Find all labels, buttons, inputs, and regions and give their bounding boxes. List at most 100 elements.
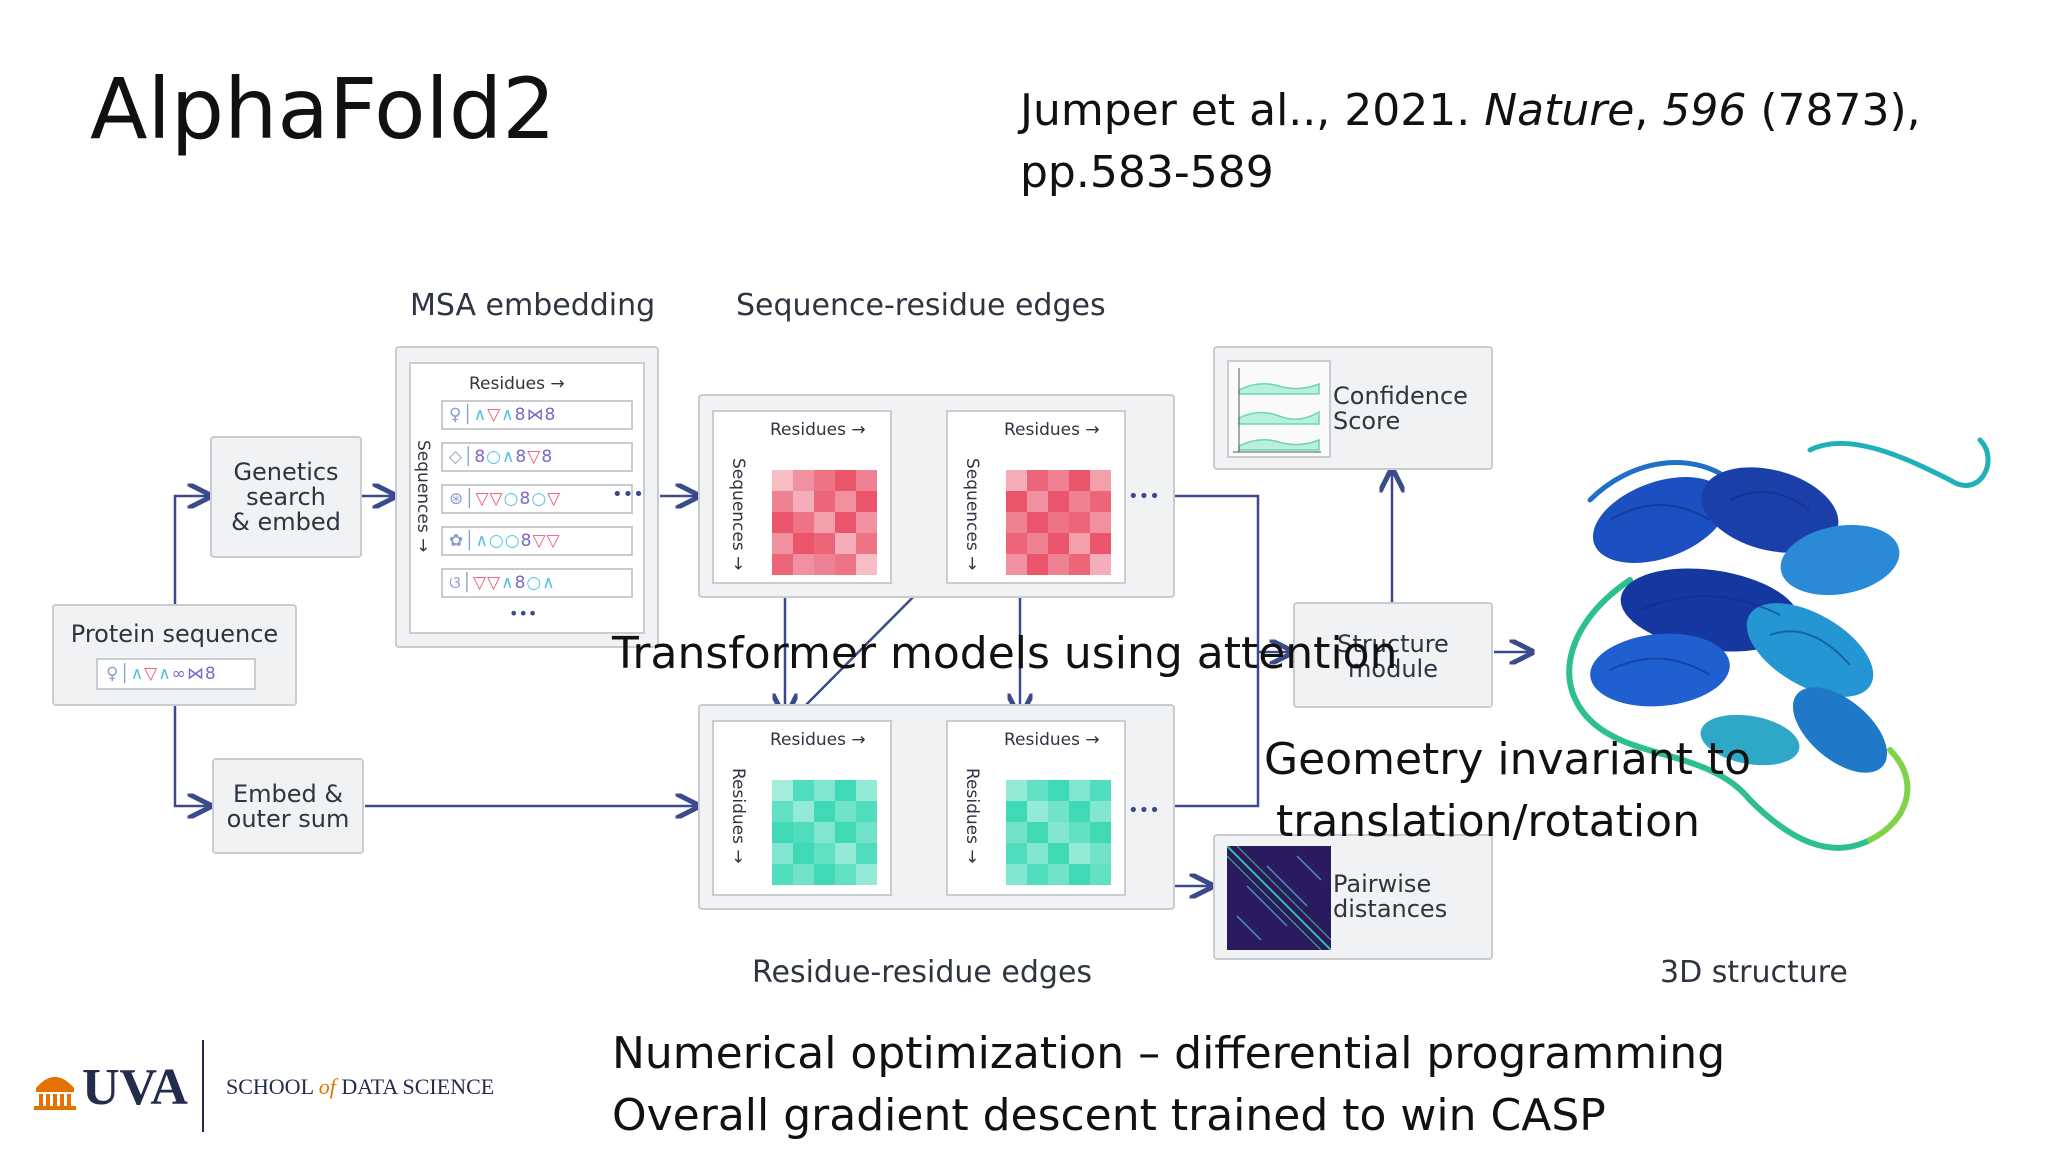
res-panel2-residues-vertical: Residues → bbox=[962, 768, 982, 864]
heatmap-cell bbox=[793, 470, 814, 491]
msa-row: ⊛│▽▽○8○▽ bbox=[441, 484, 633, 514]
school-name: SCHOOL of DATA SCIENCE bbox=[226, 1074, 494, 1100]
heatmap-cell bbox=[1048, 864, 1069, 885]
msa-panel: Residues → Sequences → ♀│∧▽∧8⋈8 ◇│8○∧8▽8… bbox=[409, 362, 645, 634]
heatmap-cell bbox=[793, 512, 814, 533]
heatmap-cell bbox=[772, 801, 793, 822]
heatmap-teal-2 bbox=[1006, 780, 1111, 885]
pairwise-line1: Pairwise bbox=[1333, 870, 1432, 898]
msa-row: ଓ│▽▽∧8○∧ bbox=[441, 568, 633, 598]
protein-3d-structure-image bbox=[1566, 437, 1991, 851]
rotunda-icon bbox=[34, 1077, 76, 1110]
school-suffix: DATA SCIENCE bbox=[335, 1074, 495, 1099]
sequence-glyphs-icon: ♀│∧▽∧∞⋈8 bbox=[106, 664, 217, 684]
residue-residue-edges-box: Residues → Residues → Residues → Residue… bbox=[698, 704, 1175, 910]
heatmap-cell bbox=[1027, 533, 1048, 554]
heatmap-cell bbox=[1069, 780, 1090, 801]
heatmap-cell bbox=[835, 801, 856, 822]
msa-more-ellipsis: ••• bbox=[612, 484, 644, 505]
heatmap-cell bbox=[856, 491, 877, 512]
msa-row: ◇│8○∧8▽8 bbox=[441, 442, 633, 472]
heatmap-cell bbox=[1090, 843, 1111, 864]
protein-sequence-glyphs: ♀│∧▽∧∞⋈8 bbox=[96, 658, 256, 690]
heatmap-cell bbox=[1048, 491, 1069, 512]
res-panel2-residues-label: Residues → bbox=[1004, 730, 1100, 750]
msa-row: ♀│∧▽∧8⋈8 bbox=[441, 400, 633, 430]
heatmap-cell bbox=[814, 533, 835, 554]
heatmap-cell bbox=[856, 512, 877, 533]
embed-outer-sum-box: Embed & outer sum bbox=[212, 758, 364, 854]
res-edges-ellipsis: ••• bbox=[1128, 800, 1160, 821]
heatmap-cell bbox=[793, 533, 814, 554]
heatmap-cell bbox=[1027, 780, 1048, 801]
heatmap-cell bbox=[1027, 822, 1048, 843]
heatmap-cell bbox=[835, 512, 856, 533]
heatmap-cell bbox=[1090, 533, 1111, 554]
res-residue-panel-2: Residues → Residues → bbox=[946, 720, 1126, 896]
bottom-text-line1: Numerical optimization – differential pr… bbox=[612, 1028, 1726, 1079]
heatmap-cell bbox=[835, 843, 856, 864]
heatmap-cell bbox=[1006, 533, 1027, 554]
protein-sequence-label: Protein sequence bbox=[70, 620, 279, 648]
heatmap-cell bbox=[1048, 533, 1069, 554]
uva-wordmark: UVA bbox=[82, 1059, 188, 1116]
citation-authors: Jumper et al.., 2021. bbox=[1020, 85, 1485, 136]
heatmap-cell bbox=[814, 822, 835, 843]
heatmap-cell bbox=[1069, 512, 1090, 533]
heatmap-cell bbox=[1027, 491, 1048, 512]
heatmap-cell bbox=[1048, 822, 1069, 843]
heatmap-cell bbox=[856, 780, 877, 801]
heatmap-cell bbox=[835, 780, 856, 801]
heatmap-cell bbox=[1027, 843, 1048, 864]
heatmap-cell bbox=[793, 822, 814, 843]
heatmap-cell bbox=[856, 470, 877, 491]
structure-line2: module bbox=[1348, 655, 1438, 683]
sequence-residue-edges-box: Residues → Sequences → Residues → Sequen… bbox=[698, 394, 1175, 598]
heatmap-cell bbox=[1006, 864, 1027, 885]
heatmap-cell bbox=[1069, 843, 1090, 864]
heatmap-cell bbox=[856, 822, 877, 843]
sequence-residue-edges-label: Sequence-residue edges bbox=[736, 288, 1106, 323]
heatmap-cell bbox=[814, 843, 835, 864]
heatmap-cell bbox=[1027, 864, 1048, 885]
confidence-line1: Confidence bbox=[1333, 382, 1468, 410]
protein-sequence-box: Protein sequence ♀│∧▽∧∞⋈8 bbox=[52, 604, 297, 706]
citation-volume: 596 bbox=[1662, 85, 1747, 136]
heatmap-cell bbox=[1090, 512, 1111, 533]
heatmap-cell bbox=[1090, 470, 1111, 491]
heatmap-cell bbox=[1090, 801, 1111, 822]
bottom-text-line2: Overall gradient descent trained to win … bbox=[612, 1090, 1606, 1141]
citation-journal: Nature bbox=[1484, 85, 1635, 136]
embed-line1: Embed & bbox=[232, 780, 344, 808]
pairwise-distance-map-icon bbox=[1227, 846, 1331, 950]
msa-residues-label: Residues → bbox=[469, 374, 565, 394]
heatmap-cell bbox=[772, 554, 793, 575]
citation-sep: , bbox=[1634, 85, 1663, 136]
heatmap-cell bbox=[1069, 533, 1090, 554]
heatmap-cell bbox=[856, 801, 877, 822]
transformer-overlay-text: Transformer models using attention bbox=[612, 628, 1398, 679]
heatmap-cell bbox=[1006, 822, 1027, 843]
heatmap-cell bbox=[772, 470, 793, 491]
heatmap-cell bbox=[1006, 843, 1027, 864]
heatmap-cell bbox=[793, 801, 814, 822]
genetics-line1: Genetics bbox=[233, 458, 339, 486]
seq-edges-ellipsis: ••• bbox=[1128, 486, 1160, 507]
seq-panel2-residues-label: Residues → bbox=[1004, 420, 1100, 440]
heatmap-cell bbox=[772, 491, 793, 512]
heatmap-cell bbox=[793, 843, 814, 864]
structure-line1: Structure bbox=[1337, 630, 1449, 658]
seq-panel2-sequences-label: Sequences → bbox=[962, 458, 982, 571]
heatmap-cell bbox=[814, 780, 835, 801]
heatmap-cell bbox=[835, 533, 856, 554]
heatmap-cell bbox=[835, 491, 856, 512]
heatmap-cell bbox=[793, 864, 814, 885]
embed-line2: outer sum bbox=[226, 805, 350, 833]
heatmap-cell bbox=[1006, 801, 1027, 822]
heatmap-cell bbox=[814, 512, 835, 533]
heatmap-cell bbox=[856, 554, 877, 575]
heatmap-teal-1 bbox=[772, 780, 877, 885]
msa-ellipsis: ••• bbox=[509, 604, 538, 623]
heatmap-cell bbox=[814, 801, 835, 822]
heatmap-cell bbox=[1069, 864, 1090, 885]
